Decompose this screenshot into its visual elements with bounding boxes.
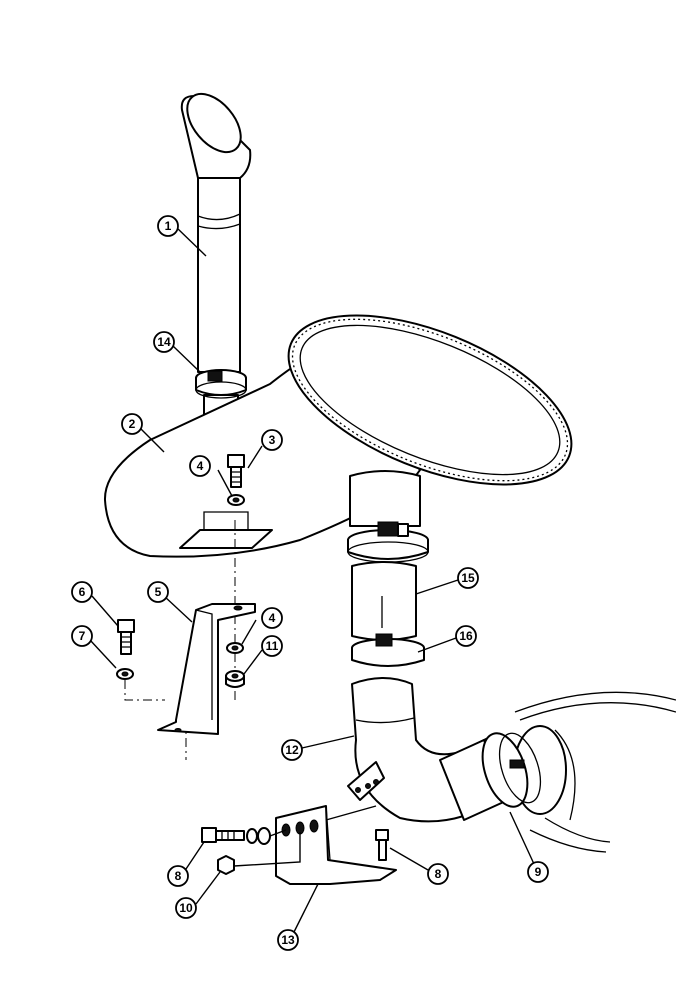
svg-text:6: 6 [79,585,86,599]
svg-text:15: 15 [461,571,475,585]
callout-1: 1 [157,215,179,237]
lower-bracket [275,805,397,885]
svg-text:16: 16 [459,629,473,643]
bolt-8-left [201,827,287,845]
lower-clamp [351,633,425,667]
callout-9: 9 [527,861,549,883]
callout-2: 2 [121,413,143,435]
svg-text:8: 8 [175,869,182,883]
engine-outline [513,691,676,853]
callout-8-left: 8 [167,865,189,887]
callout-7: 7 [71,625,93,647]
svg-text:4: 4 [197,459,204,473]
svg-text:11: 11 [266,639,279,653]
callout-4-upper: 4 [189,455,211,477]
upper-sleeve-clamp [347,521,429,563]
stack-clamp [195,369,247,399]
bolt-8-right [375,829,389,861]
bolt-3 [227,454,245,488]
bolt-6 [117,619,135,655]
svg-text:13: 13 [281,933,295,947]
callout-6: 6 [71,581,93,603]
callout-15: 15 [457,567,479,589]
callout-8-right: 8 [427,863,449,885]
callout-5: 5 [147,581,169,603]
svg-text:4: 4 [269,611,276,625]
bracket-to-elbow-line [325,805,377,821]
svg-text:5: 5 [155,585,162,599]
svg-text:3: 3 [269,433,276,447]
leader-lines [89,227,535,937]
mount-bracket [157,603,256,735]
callout-11: 11 [261,635,283,657]
adapter-sleeve [351,561,417,641]
callout-4-lower: 4 [261,607,283,629]
callout-16: 16 [455,625,477,647]
hood-outlet-tube [349,470,421,527]
svg-text:9: 9 [535,865,542,879]
svg-text:1: 1 [165,219,172,233]
callout-13: 13 [277,929,299,951]
callout-10: 10 [175,897,197,919]
callout-14: 14 [153,331,175,353]
muffler-coupling [439,732,542,821]
svg-text:2: 2 [129,417,136,431]
nut-4-lower [226,642,244,654]
washer-centerline [124,680,165,701]
svg-text:14: 14 [157,335,171,349]
svg-text:7: 7 [79,629,86,643]
washer-7 [116,668,134,680]
callout-3: 3 [261,429,283,451]
nut-10 [217,832,301,875]
nut-4-upper [227,494,245,506]
callout-12: 12 [281,739,303,761]
nut-11 [225,670,245,688]
svg-text:8: 8 [435,867,442,881]
svg-text:12: 12 [285,743,299,757]
svg-text:10: 10 [179,901,193,915]
